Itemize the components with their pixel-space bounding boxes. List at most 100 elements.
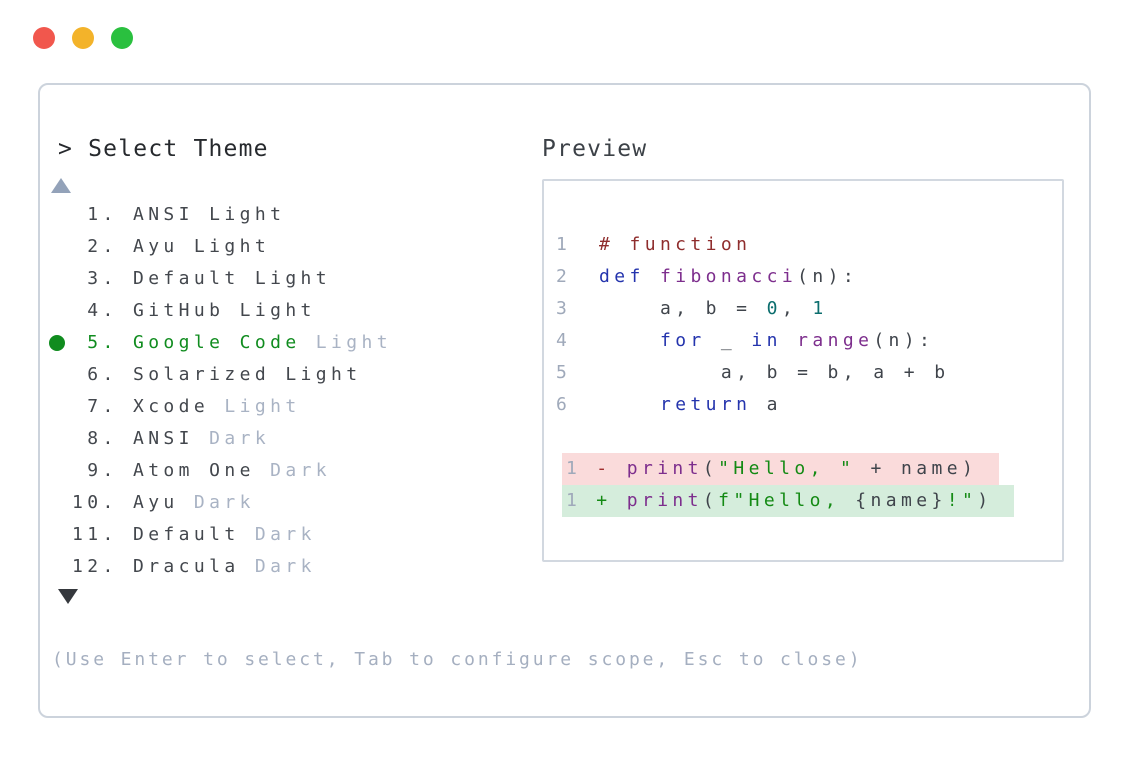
- theme-item-suffix: Light: [209, 396, 301, 417]
- code-token: [782, 330, 797, 351]
- traffic-light-close[interactable]: [33, 27, 55, 49]
- code-token: print: [626, 490, 703, 511]
- code-token: _: [705, 330, 752, 351]
- theme-item-name: Dracula: [132, 556, 240, 577]
- code-token: (: [702, 458, 719, 479]
- code-token: [645, 266, 660, 287]
- theme-item-suffix: Dark: [254, 460, 332, 481]
- code-line: 3 a, b = 0, 1: [544, 293, 1062, 325]
- diff-line-add: 1 + print(f"Hello, {name}!"): [544, 485, 1062, 517]
- theme-item-number: 4.: [72, 300, 133, 321]
- diff-sign: +: [581, 490, 627, 511]
- theme-item-number: 7.: [72, 396, 133, 417]
- traffic-light-minimize[interactable]: [72, 27, 94, 49]
- code-line: 6 return a: [544, 389, 1062, 421]
- theme-item-name: Default: [132, 524, 240, 545]
- keyboard-hint: (Use Enter to select, Tab to configure s…: [52, 649, 863, 670]
- code-token: for: [659, 330, 706, 351]
- diff-line-del: 1 - print("Hello, " + name): [544, 453, 1062, 485]
- theme-item-number: 1.: [72, 204, 133, 225]
- theme-picker-dialog: > Select Theme 1. ANSI Light 2. Ayu Ligh…: [38, 83, 1091, 718]
- diff-line-number: 1: [566, 490, 582, 511]
- code-token: !": [946, 490, 978, 511]
- code-token: (n):: [797, 266, 859, 287]
- theme-item-number: 9.: [72, 460, 133, 481]
- theme-list-item-ayu-light[interactable]: 2. Ayu Light: [72, 231, 392, 263]
- theme-list-item-xcode[interactable]: 7. Xcode Light: [72, 391, 392, 423]
- code-token: (: [702, 490, 719, 511]
- code-token: in: [751, 330, 782, 351]
- code-token: def: [599, 266, 645, 287]
- code-token: a, b = b, a + b: [599, 362, 950, 383]
- theme-item-name: Default Light: [132, 268, 332, 289]
- preview-label: Preview: [542, 136, 648, 162]
- theme-item-number: 10.: [72, 492, 133, 513]
- code-token: 0: [766, 298, 782, 319]
- dialog-title-text: Select Theme: [88, 136, 269, 162]
- traffic-light-zoom[interactable]: [111, 27, 133, 49]
- code-token: return: [659, 394, 752, 415]
- scroll-down-icon[interactable]: [58, 589, 78, 604]
- theme-item-number: 5.: [72, 332, 133, 353]
- theme-list-item-default[interactable]: 11. Default Dark: [72, 519, 392, 551]
- diff-sign: -: [581, 458, 627, 479]
- code-token: a, b =: [599, 298, 767, 319]
- theme-list-item-solarized-light[interactable]: 6. Solarized Light: [72, 359, 392, 391]
- code-line-number: 6: [556, 394, 572, 415]
- code-token: a: [751, 394, 782, 415]
- theme-list: 1. ANSI Light 2. Ayu Light 3. Default Li…: [49, 199, 392, 583]
- code-token: f"Hello,: [718, 490, 856, 511]
- code-token: [599, 394, 660, 415]
- code-line-number: 1: [556, 234, 572, 255]
- scroll-up-icon[interactable]: [51, 178, 71, 193]
- code-line-number: 4: [556, 330, 572, 351]
- theme-item-name: GitHub Light: [132, 300, 316, 321]
- theme-item-suffix: Light: [300, 332, 392, 353]
- code-line: 5 a, b = b, a + b: [544, 357, 1062, 389]
- theme-item-number: 3.: [72, 268, 133, 289]
- code-token: fibonacci: [659, 266, 798, 287]
- code-blank-line: [544, 421, 1062, 453]
- theme-item-suffix: Dark: [193, 428, 271, 449]
- theme-item-name: ANSI: [132, 428, 194, 449]
- code-line: 1# function: [544, 229, 1062, 261]
- code-line-number: 3: [556, 298, 572, 319]
- code-token: ): [977, 490, 993, 511]
- theme-item-number: 8.: [72, 428, 133, 449]
- theme-item-name: Ayu: [132, 492, 179, 513]
- dialog-title: > Select Theme: [58, 133, 269, 165]
- theme-item-number: 12.: [72, 556, 133, 577]
- diff-highlight-add: 1 + print(f"Hello, {name}!"): [562, 485, 1015, 517]
- theme-item-name: Ayu Light: [132, 236, 271, 257]
- theme-item-number: 11.: [72, 524, 133, 545]
- diff-line-number: 1: [566, 458, 582, 479]
- theme-item-suffix: Dark: [178, 492, 255, 513]
- theme-list-item-github-light[interactable]: 4. GitHub Light: [72, 295, 392, 327]
- code-token: ,: [781, 298, 813, 319]
- code-token: + name): [855, 458, 978, 479]
- theme-list-item-google-code[interactable]: 5. Google Code Light: [49, 327, 392, 359]
- code-token: {name}: [855, 490, 947, 511]
- theme-list-item-dracula[interactable]: 12. Dracula Dark: [72, 551, 392, 583]
- theme-list-item-atom-one[interactable]: 9. Atom One Dark: [72, 455, 392, 487]
- code-token: print: [626, 458, 703, 479]
- code-line-number: 5: [556, 362, 572, 383]
- prompt-symbol: >: [58, 136, 74, 162]
- code-token: "Hello, ": [718, 458, 856, 479]
- theme-list-item-ansi-light[interactable]: 1. ANSI Light: [72, 199, 392, 231]
- theme-list-item-ansi[interactable]: 8. ANSI Dark: [72, 423, 392, 455]
- code-token: (n):: [873, 330, 935, 351]
- code-token: 1: [812, 298, 828, 319]
- theme-item-name: Google Code: [132, 332, 301, 353]
- code-token: range: [797, 330, 874, 351]
- diff-highlight-del: 1 - print("Hello, " + name): [562, 453, 1000, 485]
- theme-item-number: 6.: [72, 364, 133, 385]
- selected-item-bullet-icon: [49, 335, 65, 351]
- theme-list-item-default-light[interactable]: 3. Default Light: [72, 263, 392, 295]
- theme-item-suffix: Dark: [239, 524, 316, 545]
- theme-item-name: ANSI Light: [132, 204, 286, 225]
- theme-list-item-ayu[interactable]: 10. Ayu Dark: [72, 487, 392, 519]
